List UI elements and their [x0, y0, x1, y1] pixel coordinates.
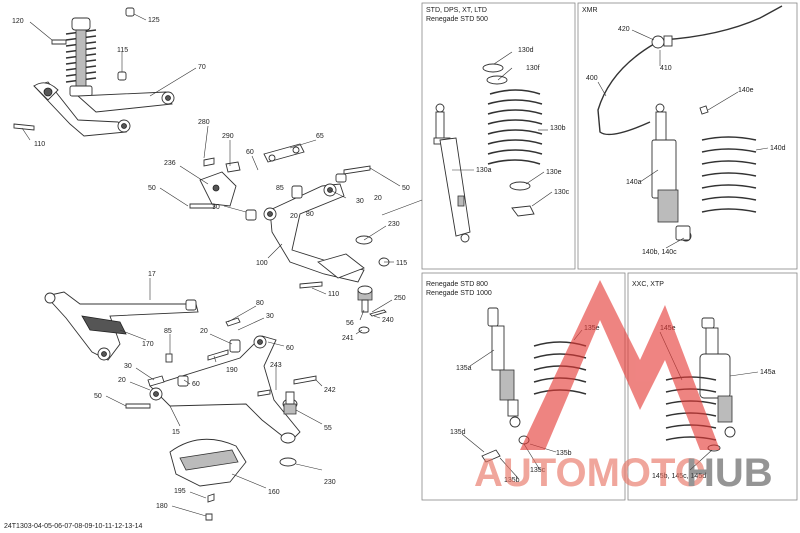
- callout-label: 20: [290, 213, 298, 220]
- callout-label: 140a: [626, 179, 642, 186]
- callout-label: 50: [148, 185, 156, 192]
- callout-label: 50: [402, 185, 410, 192]
- callout-label: 250: [394, 295, 406, 302]
- callout-label: 60: [192, 381, 200, 388]
- callout-label: 70: [198, 64, 206, 71]
- callout-label: 140d: [770, 145, 786, 152]
- callout-label: 130a: [476, 167, 492, 174]
- callout-label: 56: [346, 320, 354, 327]
- callout-label: 240: [382, 317, 394, 324]
- callout-label: 30: [124, 363, 132, 370]
- callout-label: 135a: [456, 365, 472, 372]
- callout-label: 170: [142, 341, 154, 348]
- callout-label: 30: [266, 313, 274, 320]
- callout-label: 130e: [546, 169, 562, 176]
- callout-label: 236: [164, 160, 176, 167]
- callout-label: 280: [198, 119, 210, 126]
- callout-label: 110: [34, 141, 45, 148]
- callout-label: 130f: [526, 65, 540, 72]
- panel-xmr: XMR: [577, 2, 798, 270]
- callout-label: 15: [172, 429, 180, 436]
- callout-label: 130d: [518, 47, 534, 54]
- callout-label: 160: [268, 489, 280, 496]
- panel-std-title-2: Renegade STD 500: [426, 16, 488, 23]
- callout-label: 243: [270, 362, 282, 369]
- panel-std: STD, DPS, XT, LTD Renegade STD 500: [421, 2, 576, 270]
- callout-label: 110: [328, 291, 339, 298]
- callout-label: 115: [117, 47, 128, 54]
- callout-label: 135b: [556, 450, 572, 457]
- callout-label: 241: [342, 335, 354, 342]
- upper-callouts: 120 125 115 70 110 280 290 236 60 65 85 …: [12, 17, 410, 342]
- callout-label: 230: [388, 221, 400, 228]
- lower-a-arm-assembly: [44, 291, 317, 521]
- callout-label: 80: [306, 211, 314, 218]
- callout-label: 242: [324, 387, 336, 394]
- callout-label: 290: [222, 133, 234, 140]
- callout-label: 100: [256, 260, 268, 267]
- watermark-text-left: AUTOMOTO: [474, 451, 706, 495]
- watermark-logo-icon: [520, 280, 720, 450]
- callout-label: 135d: [450, 429, 466, 436]
- panel-std-title-1: STD, DPS, XT, LTD: [426, 7, 487, 14]
- center-a-arm: [189, 143, 390, 334]
- callout-label: 145a: [760, 369, 776, 376]
- watermark: AUTOMOTO HUB: [474, 280, 773, 495]
- leader-lines: [105, 29, 769, 517]
- callout-label: 195: [174, 488, 186, 495]
- callout-label: 65: [316, 133, 324, 140]
- callout-label: 140e: [738, 87, 754, 94]
- callout-label: 115: [396, 260, 407, 267]
- callout-label: 130b: [550, 125, 566, 132]
- callout-label: 55: [324, 425, 332, 432]
- callout-label: 145b, 145c, 145d: [652, 473, 706, 480]
- callout-label: 20: [200, 328, 208, 335]
- callout-label: 135c: [530, 467, 546, 474]
- callout-label: 50: [94, 393, 102, 400]
- panel-renegade-title-2: Renegade STD 1000: [426, 290, 492, 297]
- callout-label: 420: [618, 26, 630, 33]
- callout-label: 230: [324, 479, 336, 486]
- panel-xxc-title: XXC, XTP: [632, 281, 664, 288]
- callout-label: 190: [226, 367, 238, 374]
- callout-label: 85: [164, 328, 172, 335]
- callout-label: 130c: [554, 189, 570, 196]
- diagram-code: 24T1303-04-05-06-07-08-09-10-11-12-13-14: [4, 523, 143, 530]
- panel-xmr-title: XMR: [582, 7, 598, 14]
- upper-shock-assembly: [13, 7, 175, 137]
- watermark-text-right: HUB: [686, 451, 773, 495]
- callout-label: 80: [256, 300, 264, 307]
- callout-label: 60: [286, 345, 294, 352]
- callout-label: 125: [148, 17, 160, 24]
- callout-label: 20: [118, 377, 126, 384]
- callout-label: 85: [276, 185, 284, 192]
- callout-label: 180: [156, 503, 168, 510]
- xmr-callouts: 420 410 400 140e 140d 140a 140b, 140c: [586, 26, 786, 256]
- callout-label: 135b: [504, 477, 520, 484]
- callout-label: 60: [246, 149, 254, 156]
- std-shock: [433, 63, 543, 243]
- callout-label: 410: [660, 65, 672, 72]
- callout-label: 140b, 140c: [642, 249, 677, 256]
- xmr-shock: [597, 5, 783, 242]
- callout-label: 30: [356, 198, 364, 205]
- std-callouts: 130d 130f 130b 130a 130e 130c: [476, 47, 570, 196]
- callout-label: 20: [374, 195, 382, 202]
- callout-label: 400: [586, 75, 598, 82]
- callout-label: 120: [12, 18, 24, 25]
- lower-callouts: 17 170 80 30 85 20 60 30 20 60 50 190 24…: [94, 271, 336, 510]
- callout-label: 17: [148, 271, 156, 278]
- callout-label: 30: [212, 204, 220, 211]
- panel-renegade-title-1: Renegade STD 800: [426, 281, 488, 288]
